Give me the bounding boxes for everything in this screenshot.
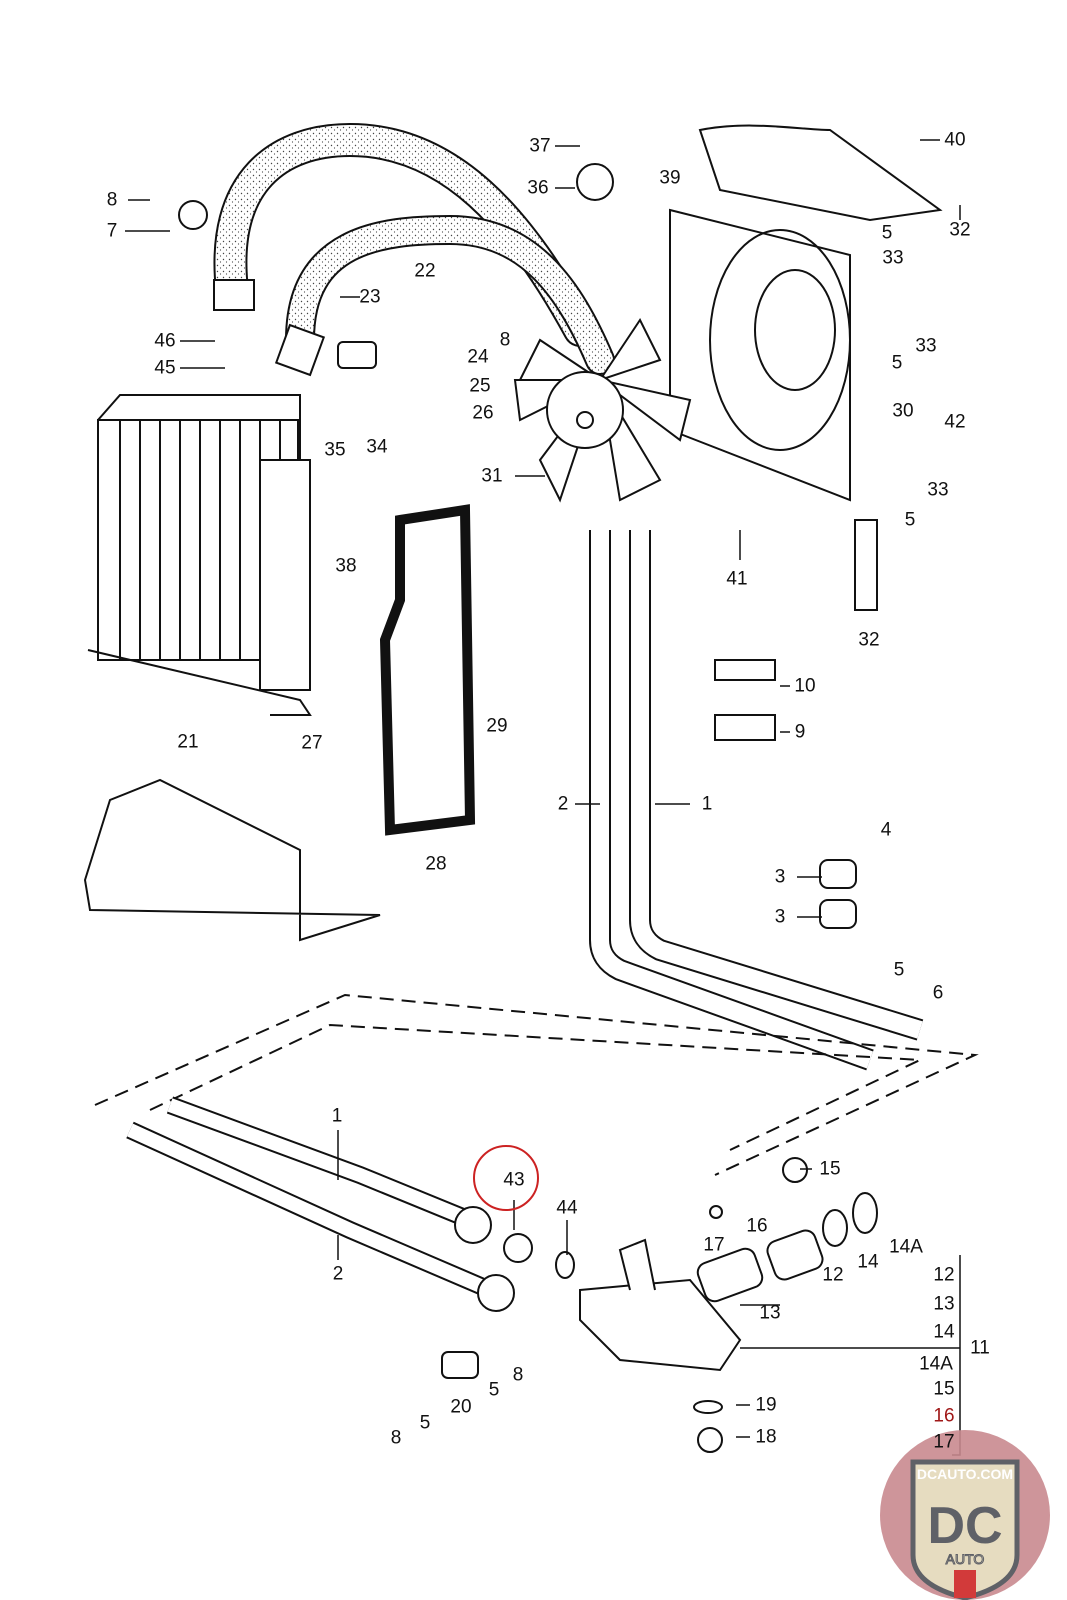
callout-label-14: 14 bbox=[857, 1251, 879, 1273]
svg-text:DCAUTO.COM: DCAUTO.COM bbox=[917, 1466, 1013, 1482]
callout-label-28: 28 bbox=[425, 853, 447, 875]
svg-text:DC: DC bbox=[927, 1497, 1002, 1555]
callout-label-34: 34 bbox=[366, 436, 388, 458]
callout-label-5: 5 bbox=[904, 509, 916, 531]
callout-label-19: 19 bbox=[755, 1394, 777, 1416]
callout-label-31: 31 bbox=[481, 465, 503, 487]
callout-label-25: 25 bbox=[469, 375, 491, 397]
callout-label-4: 4 bbox=[880, 819, 892, 841]
callout-label-20: 20 bbox=[450, 1396, 472, 1418]
callout-label-41: 41 bbox=[726, 568, 748, 590]
fan-shroud bbox=[669, 124, 943, 502]
callout-label-37: 37 bbox=[529, 135, 551, 157]
callout-label-3: 3 bbox=[774, 866, 786, 888]
callout-label-15: 15 bbox=[933, 1378, 955, 1400]
callout-label-3: 3 bbox=[774, 906, 786, 928]
callout-label-11: 11 bbox=[970, 1337, 990, 1359]
callout-label-14A: 14A bbox=[919, 1353, 953, 1375]
callout-label-46: 46 bbox=[154, 330, 176, 352]
callout-label-16: 16 bbox=[746, 1215, 768, 1237]
thermostat-housing bbox=[579, 1278, 742, 1372]
callout-label-12: 12 bbox=[822, 1264, 844, 1286]
callout-label-7: 7 bbox=[106, 220, 118, 242]
callout-label-2: 2 bbox=[557, 793, 569, 815]
highlight-circle bbox=[473, 1145, 539, 1211]
callout-label-35: 35 bbox=[324, 439, 346, 461]
floor-pan-outline bbox=[94, 993, 979, 1176]
callout-label-17: 17 bbox=[703, 1234, 725, 1256]
callout-label-13: 13 bbox=[759, 1302, 781, 1324]
callout-label-5: 5 bbox=[893, 959, 905, 981]
callout-label-8: 8 bbox=[390, 1427, 402, 1449]
callout-label-5: 5 bbox=[419, 1412, 431, 1434]
fan bbox=[513, 318, 692, 503]
callout-label-29: 29 bbox=[486, 715, 508, 737]
callout-label-27: 27 bbox=[301, 732, 323, 754]
callout-label-9: 9 bbox=[794, 721, 806, 743]
callout-label-36: 36 bbox=[527, 177, 549, 199]
callout-label-8: 8 bbox=[512, 1364, 524, 1386]
callout-label-23: 23 bbox=[359, 286, 381, 308]
callout-label-2: 2 bbox=[332, 1263, 344, 1285]
callout-label-40: 40 bbox=[944, 129, 966, 151]
callout-label-39: 39 bbox=[659, 167, 681, 189]
callout-label-33: 33 bbox=[882, 247, 904, 269]
callout-label-13: 13 bbox=[933, 1293, 955, 1315]
callout-label-22: 22 bbox=[414, 260, 436, 282]
callout-label-5: 5 bbox=[891, 352, 903, 374]
callout-label-21: 21 bbox=[177, 731, 199, 753]
watermark-logo: DCAUTO.COM DC AUTO bbox=[880, 1430, 1050, 1600]
radiator bbox=[87, 394, 312, 716]
callout-label-10: 10 bbox=[794, 675, 816, 697]
callout-label-8: 8 bbox=[499, 329, 511, 351]
callout-label-38: 38 bbox=[335, 555, 357, 577]
coolant-pipes bbox=[589, 530, 924, 1071]
callout-label-30: 30 bbox=[892, 400, 914, 422]
callout-label-16: 16 bbox=[933, 1405, 955, 1427]
callout-label-1: 1 bbox=[331, 1105, 343, 1127]
callout-label-14: 14 bbox=[933, 1321, 955, 1343]
callout-label-42: 42 bbox=[944, 411, 966, 433]
callout-label-18: 18 bbox=[755, 1426, 777, 1448]
callout-label-12: 12 bbox=[933, 1264, 955, 1286]
callout-label-32: 32 bbox=[949, 219, 971, 241]
callout-label-1: 1 bbox=[701, 793, 713, 815]
gasket bbox=[379, 504, 476, 836]
callout-label-44: 44 bbox=[556, 1197, 578, 1219]
callout-label-26: 26 bbox=[472, 402, 494, 424]
callout-label-15: 15 bbox=[819, 1158, 841, 1180]
svg-text:AUTO: AUTO bbox=[946, 1551, 985, 1567]
callout-label-32: 32 bbox=[858, 629, 880, 651]
callout-label-33: 33 bbox=[915, 335, 937, 357]
callout-label-8: 8 bbox=[106, 189, 118, 211]
callout-label-5: 5 bbox=[488, 1379, 500, 1401]
bracket bbox=[83, 778, 381, 942]
callout-label-43: 43 bbox=[503, 1169, 525, 1191]
callout-label-33: 33 bbox=[927, 479, 949, 501]
callout-label-5: 5 bbox=[881, 222, 893, 244]
callout-label-45: 45 bbox=[154, 357, 176, 379]
lower-pipes bbox=[126, 1096, 494, 1299]
callout-label-6: 6 bbox=[932, 982, 944, 1004]
callout-label-24: 24 bbox=[467, 346, 489, 368]
callout-label-14A: 14A bbox=[889, 1236, 923, 1258]
callout-label-17: 17 bbox=[933, 1431, 955, 1453]
